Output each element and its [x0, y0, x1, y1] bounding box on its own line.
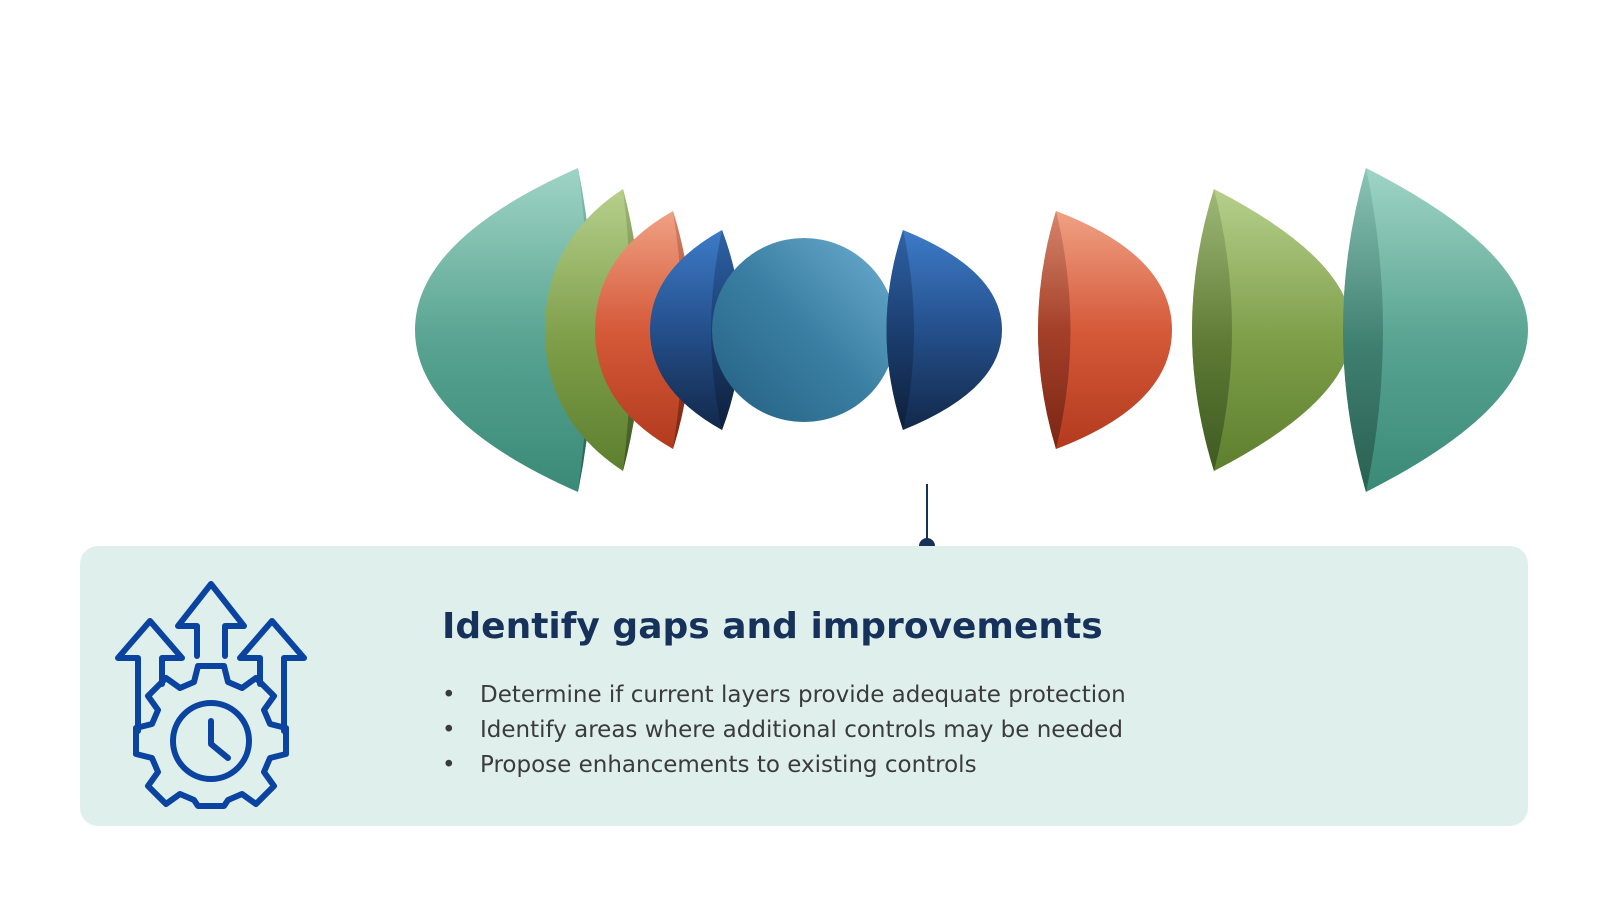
right-layer-navy: [886, 230, 1002, 430]
gear-clock-arrows-icon: [115, 581, 307, 809]
panel-title: Identify gaps and improvements: [442, 606, 1103, 647]
right-layer-green: [1192, 189, 1352, 471]
right-layer-teal: [1343, 168, 1528, 492]
bullet-list: • Determine if current layers provide ad…: [442, 678, 1126, 783]
bullet-marker: •: [442, 682, 456, 708]
list-item: • Determine if current layers provide ad…: [442, 678, 1126, 713]
right-layer-orange: [1038, 211, 1172, 449]
connector-pin: [919, 484, 935, 554]
list-item: • Propose enhancements to existing contr…: [442, 748, 1126, 783]
info-panel: Identify gaps and improvements • Determi…: [80, 546, 1528, 826]
list-item-text: Identify areas where additional controls…: [480, 717, 1123, 743]
bullet-marker: •: [442, 717, 456, 743]
list-item-text: Determine if current layers provide adeq…: [480, 682, 1126, 708]
exploded-layers-diagram: [415, 168, 1528, 492]
list-item-text: Propose enhancements to existing control…: [480, 752, 977, 778]
core-sphere: [712, 238, 896, 422]
bullet-marker: •: [442, 752, 456, 778]
list-item: • Identify areas where additional contro…: [442, 713, 1126, 748]
